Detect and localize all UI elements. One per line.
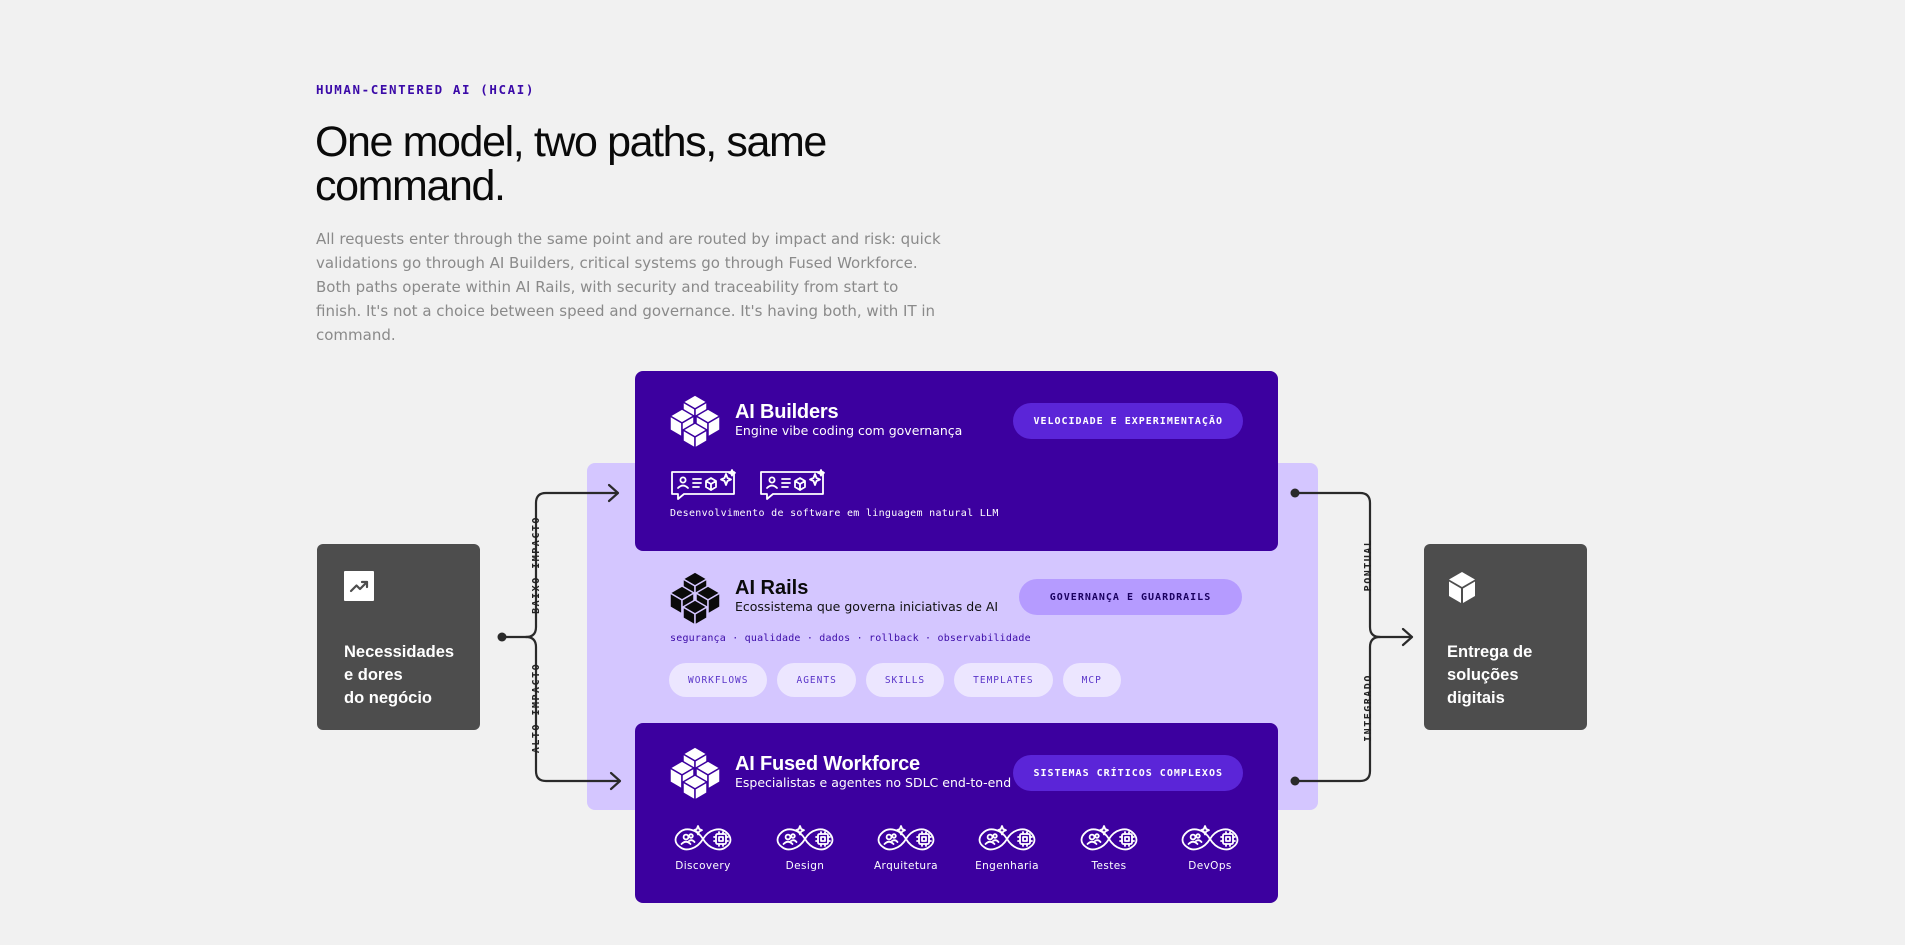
- human-ai-infinity-icon: [877, 825, 935, 851]
- card-title: AI Fused Workforce: [735, 753, 920, 775]
- card-subtitle: Engine vibe coding com governança: [735, 423, 963, 438]
- chat-ai-icon: [760, 469, 825, 500]
- ai-builders-card: AI Builders Engine vibe coding com gover…: [635, 371, 1278, 551]
- page-title: One model, two paths, same command.: [315, 118, 827, 210]
- cube-cluster-icon: [669, 394, 721, 449]
- card-subtitle: Especialistas e agentes no SDLC end-to-e…: [735, 775, 1012, 790]
- page-description: All requests enter through the same poin…: [316, 230, 941, 344]
- output-box: Entrega de soluções digitais: [1424, 544, 1587, 730]
- human-ai-infinity-icon: [1080, 825, 1138, 851]
- phase-devops: DevOps: [1160, 823, 1260, 872]
- phase-design: Design: [755, 823, 855, 872]
- cube-cluster-icon: [669, 571, 721, 626]
- speed-tag: VELOCIDADE E EXPERIMENTAÇÃO: [1013, 403, 1243, 439]
- route-label-low-impact: BAIXO IMPACTO: [531, 516, 542, 614]
- trending-up-icon: [344, 571, 374, 601]
- phase-label: DevOps: [1188, 860, 1232, 872]
- phase-label: Design: [785, 860, 825, 872]
- card-title: AI Builders: [735, 401, 839, 423]
- human-ai-infinity-icon: [776, 825, 834, 851]
- output-arrow: [1401, 627, 1414, 647]
- input-label: Necessidades e dores do negócio: [344, 643, 455, 707]
- human-ai-infinity-icon: [1181, 825, 1239, 851]
- route-label-pontual: PONTUAL: [1363, 538, 1374, 592]
- phase-arquitetura: Arquitetura: [856, 823, 956, 872]
- builders-caption: Desenvolvimento de software em linguagem…: [670, 508, 999, 519]
- phase-label: Arquitetura: [873, 860, 939, 872]
- rails-subtitle: Ecossistema que governa iniciativas de A…: [735, 599, 999, 614]
- ai-fused-workforce-card: AI Fused Workforce Especialistas e agent…: [635, 723, 1278, 903]
- chip-mcp: MCP: [1062, 663, 1121, 697]
- human-ai-infinity-icon: [978, 825, 1036, 851]
- rails-chip-list: WORKFLOWS AGENTS SKILLS TEMPLATES MCP: [669, 663, 1121, 697]
- output-label: Entrega de soluções digitais: [1447, 643, 1533, 707]
- phase-discovery: Discovery: [653, 823, 753, 872]
- route-label-high-impact: ALTO IMPACTO: [531, 662, 542, 754]
- input-dot: [497, 632, 507, 642]
- critical-systems-tag: SISTEMAS CRÍTICOS COMPLEXOS: [1013, 755, 1243, 791]
- phase-testes: Testes: [1059, 823, 1159, 872]
- chat-ai-icon: [671, 469, 736, 500]
- chip-workflows: WORKFLOWS: [669, 663, 768, 697]
- eyebrow: HUMAN-CENTERED AI (HCAI): [316, 82, 536, 97]
- rails-values: segurança · qualidade · dados · rollback…: [670, 633, 1031, 644]
- chip-skills: SKILLS: [865, 663, 945, 697]
- chip-templates: TEMPLATES: [954, 663, 1053, 697]
- phase-label: Discovery: [675, 860, 731, 872]
- cube-cluster-icon: [669, 746, 721, 801]
- phase-engenharia: Engenharia: [957, 823, 1057, 872]
- input-box: Necessidades e dores do negócio: [317, 544, 480, 730]
- route-label-integrado: INTEGRADO: [1363, 674, 1374, 742]
- phase-label: Testes: [1091, 860, 1127, 872]
- phase-label: Engenharia: [975, 860, 1039, 872]
- human-ai-infinity-icon: [674, 825, 732, 851]
- rails-title: AI Rails: [735, 577, 809, 599]
- governance-tag: GOVERNANÇA E GUARDRAILS: [1019, 579, 1242, 615]
- cube-icon: [1449, 572, 1475, 603]
- chip-agents: AGENTS: [777, 663, 856, 697]
